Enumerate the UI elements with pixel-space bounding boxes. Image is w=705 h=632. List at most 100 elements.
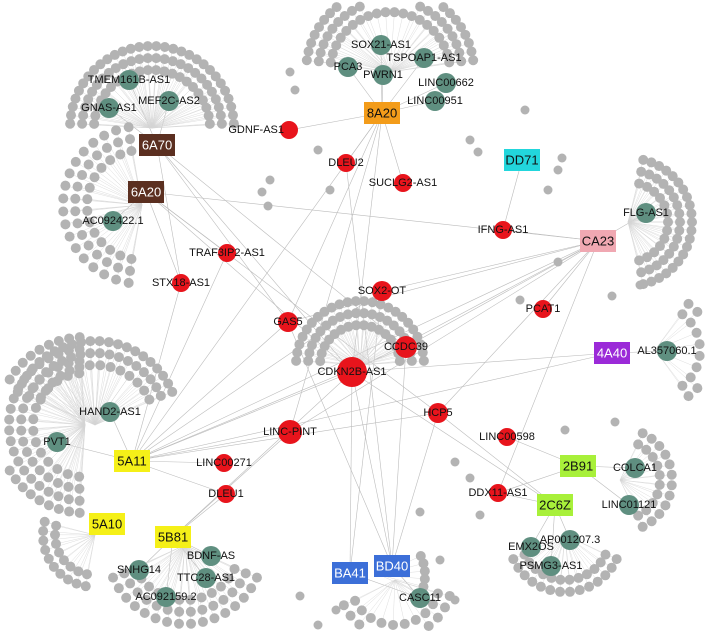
node-pca3[interactable]: PCA3 (334, 57, 363, 77)
leaf-node (129, 601, 140, 612)
leaf-node (641, 444, 652, 455)
leaf-node (346, 5, 357, 16)
leaf-node (683, 391, 694, 402)
leaf-node (99, 269, 110, 280)
leaf-node (649, 247, 660, 258)
leaf-node (124, 370, 135, 381)
node-linc01121[interactable]: LINC01121 (602, 495, 657, 515)
leaf-node (560, 425, 570, 435)
hub-5b81[interactable]: 5B81 (155, 526, 191, 548)
leaf-node (111, 274, 122, 285)
edge-6A70-GAS5 (156, 144, 289, 323)
node-ttc28-as1[interactable]: TTC28-AS1 (177, 568, 235, 588)
node-label: TTC28-AS1 (177, 572, 235, 584)
hub-6a20[interactable]: 6A20 (128, 181, 164, 203)
node-snhg14[interactable]: SNHG14 (117, 560, 161, 580)
node-psmg3-as1[interactable]: PSMG3-AS1 (520, 556, 583, 576)
node-ac092159.2[interactable]: AC092159.2 (135, 587, 197, 607)
leaf-node (74, 507, 85, 518)
node-gnas-as1[interactable]: GNAS-AS1 (81, 98, 137, 118)
hub-bd40[interactable]: BD40 (374, 555, 410, 577)
leaf-node (343, 321, 354, 332)
node-dleu2[interactable]: DLEU2 (328, 154, 364, 172)
leaf-node (595, 557, 606, 568)
leaf-node (58, 555, 69, 566)
node-traf3ip2-as1[interactable]: TRAF3IP2-AS1 (189, 244, 265, 262)
node-label: CCDC39 (384, 341, 428, 353)
leaf-node (117, 46, 128, 57)
node-gas5[interactable]: GAS5 (273, 312, 303, 332)
leaf-node (432, 588, 443, 599)
node-pwrn1[interactable]: PWRN1 (363, 65, 403, 85)
leaf-node (677, 380, 688, 391)
node-linc00951[interactable]: LINC00951 (407, 91, 463, 111)
node-tmem161b-as1[interactable]: TMEM161B-AS1 (88, 70, 171, 90)
node-gdnf-as1[interactable]: GDNF-AS1 (228, 121, 298, 139)
leaf-node (163, 378, 174, 389)
node-bdnf-as[interactable]: BDNF-AS (187, 546, 235, 566)
leaf-node (118, 59, 129, 70)
node-tspoap1-as1[interactable]: TSPOAP1-AS1 (386, 48, 462, 68)
leaf-node (35, 394, 46, 405)
leaf-node (134, 66, 145, 77)
hub-ca23[interactable]: CA23 (580, 230, 616, 252)
node-linc-pint[interactable]: LINC-PINT (263, 420, 317, 444)
node-label: 5A11 (117, 454, 146, 469)
node-ccdc39[interactable]: CCDC39 (384, 336, 428, 358)
node-linc00598[interactable]: LINC00598 (479, 428, 535, 446)
node-casc11[interactable]: CASC11 (399, 588, 441, 608)
node-suclg2-as1[interactable]: SUCLG2-AS1 (369, 174, 437, 192)
hub-5a11[interactable]: 5A11 (114, 450, 150, 472)
leaf-node (151, 53, 162, 64)
node-flg-as1[interactable]: FLG-AS1 (623, 203, 669, 223)
leaf-node (234, 578, 245, 589)
node-pcat1[interactable]: PCAT1 (526, 300, 561, 318)
node-ifng-as1[interactable]: IFNG-AS1 (478, 221, 529, 239)
leaf-node (325, 185, 335, 195)
leaf-node (331, 2, 342, 13)
leaf-node (513, 562, 524, 573)
leaf-edge (359, 329, 380, 366)
node-hand2-as1[interactable]: HAND2-AS1 (79, 402, 141, 422)
node-al357060.1[interactable]: AL357060.1 (637, 341, 697, 361)
hub-5a10[interactable]: 5A10 (89, 513, 125, 535)
leaf-node (43, 456, 54, 467)
leaf-edge (370, 579, 396, 619)
node-mef2c-as2[interactable]: MEF2C-AS2 (138, 91, 200, 111)
leaf-node (198, 59, 209, 70)
leaf-node (633, 510, 644, 521)
leaf-node (151, 41, 162, 52)
leaf-node (64, 365, 75, 376)
node-hcp5[interactable]: HCP5 (423, 403, 453, 423)
node-label: CDKN2B-AS1 (317, 366, 386, 378)
node-ap001207.3[interactable]: AP001207.3 (540, 530, 601, 550)
leaf-node (4, 374, 15, 385)
hub-8a20[interactable]: 8A20 (364, 102, 400, 124)
node-ddx11-as1[interactable]: DDX11-AS1 (468, 484, 528, 502)
node-sox21-as1[interactable]: SOX21-AS1 (351, 35, 411, 55)
leaf-node (167, 56, 178, 67)
node-linc00662[interactable]: LINC00662 (418, 73, 474, 93)
leaf-edge (381, 579, 396, 623)
hub-6a70[interactable]: 6A70 (139, 134, 175, 156)
leaf-node (686, 225, 697, 236)
node-dleu1[interactable]: DLEU1 (208, 485, 244, 503)
hub-dd71[interactable]: DD71 (504, 149, 540, 171)
hub-2b91[interactable]: 2B91 (560, 455, 596, 477)
node-stx18-as1[interactable]: STX18-AS1 (152, 274, 210, 292)
leaf-edge (627, 221, 668, 231)
node-pvt1[interactable]: PVT1 (43, 432, 71, 452)
hub-ba41[interactable]: BA41 (332, 562, 368, 584)
node-sox2-ot[interactable]: SOX2-OT (358, 281, 407, 301)
node-emx2os[interactable]: EMX2OS (508, 537, 554, 557)
node-cdkn2b-as1[interactable]: CDKN2B-AS1 (317, 357, 387, 387)
hub-4a40[interactable]: 4A40 (594, 342, 630, 364)
leaf-node (637, 428, 648, 439)
leaf-node (358, 320, 369, 331)
hub-2c6z[interactable]: 2C6Z (537, 494, 573, 516)
leaf-node (662, 225, 673, 236)
red-node-circle (215, 454, 233, 472)
node-ac092422.1[interactable]: AC092422.1 (82, 211, 144, 231)
node-colca1[interactable]: COLCA1 (613, 458, 657, 478)
node-linc00271[interactable]: LINC00271 (196, 454, 252, 472)
